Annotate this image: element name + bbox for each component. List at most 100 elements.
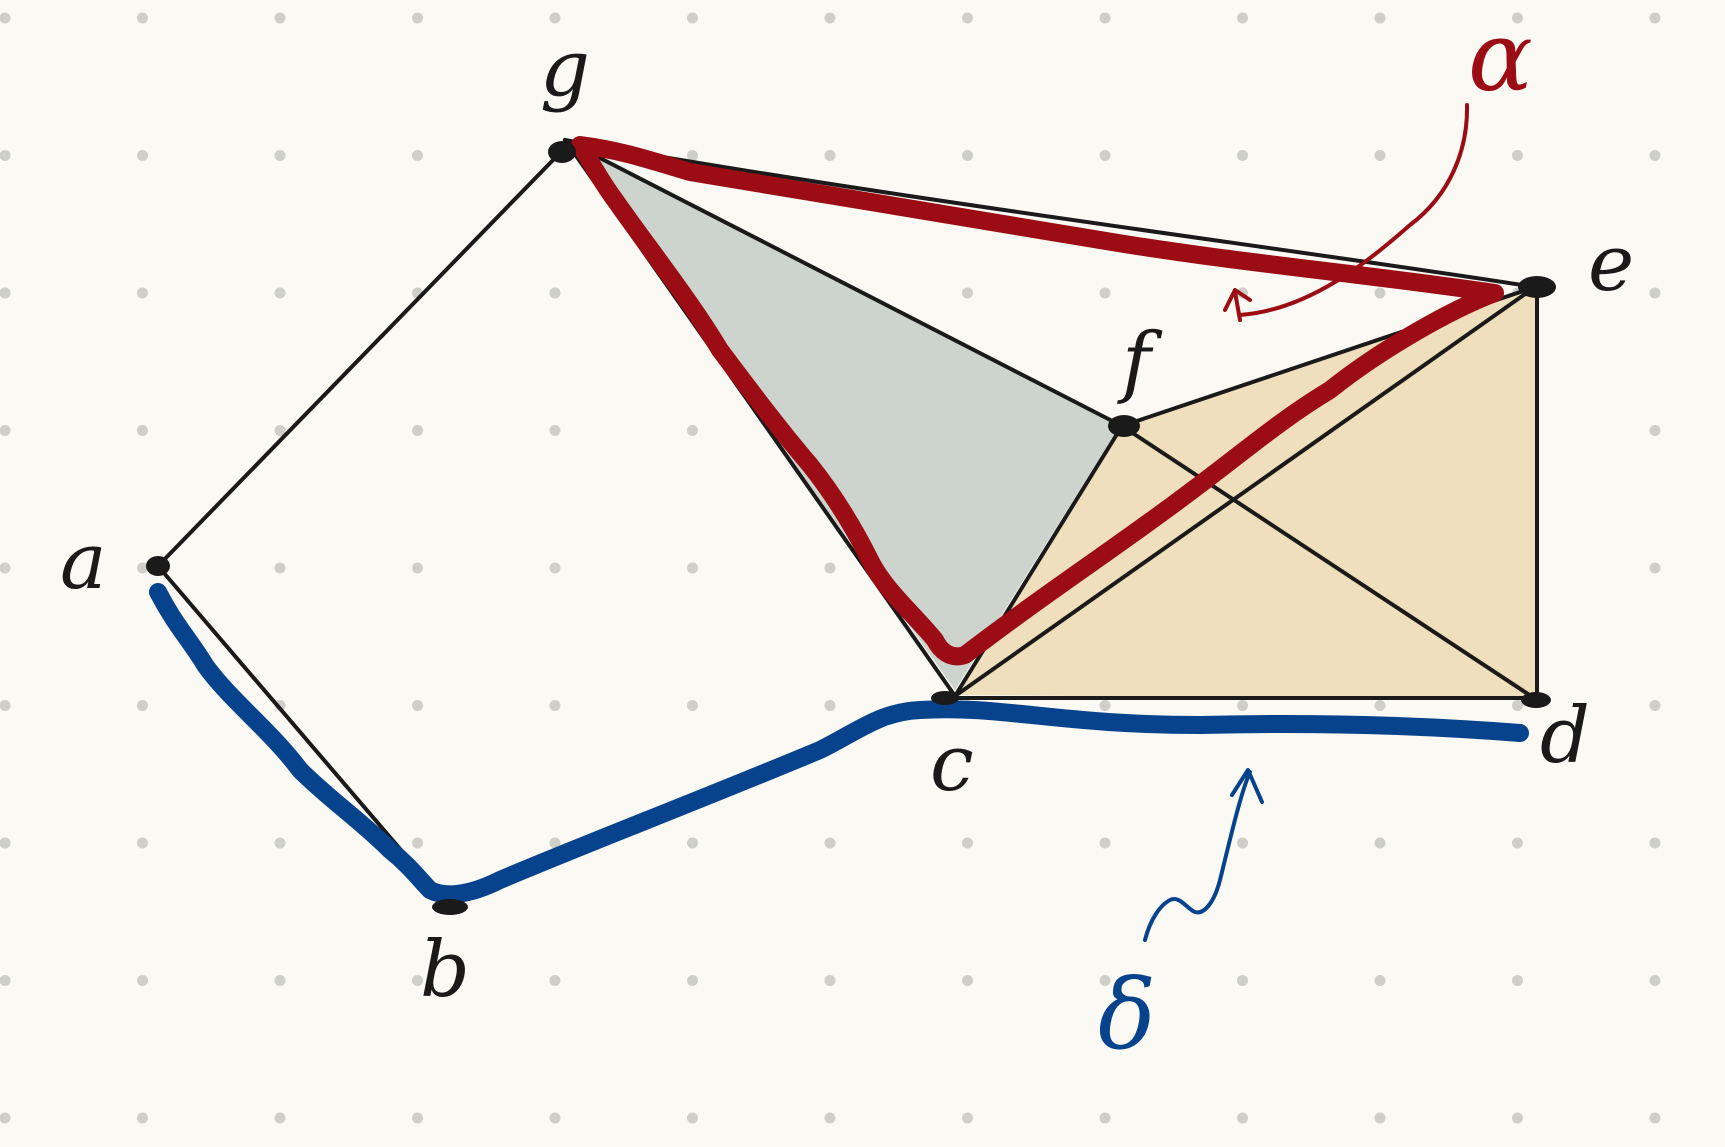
alpha-pointer-arrow [1223,103,1470,322]
grid-dot [824,12,836,24]
grid-dot [0,12,11,24]
grid-dot [1099,287,1111,299]
grid-dot [0,837,11,849]
alpha-annotation: α [1223,1,1533,322]
grid-dot [824,1112,836,1124]
grid-dot [1374,150,1386,161]
label-e: e [1588,219,1634,309]
grid-dot [1649,150,1661,161]
grid-dot [412,150,423,161]
grid-dot [824,150,836,161]
grid-dot [1374,287,1386,299]
grid-dot [549,425,561,436]
grid-dot [1512,1112,1523,1124]
grid-dot [1649,287,1661,299]
grid-dot [412,1112,423,1124]
grid-dot [1512,837,1523,849]
grid-dot [687,12,698,24]
grid-dot [549,700,561,711]
vertex-c [931,691,959,705]
path-alpha [571,136,1504,666]
grid-dot [274,287,286,299]
grid-dot [274,562,286,574]
grid-dot [137,425,148,436]
grid-dot [1649,700,1661,711]
grid-dot [412,700,423,711]
edge-c-e [953,285,1537,698]
grid-dot [1237,975,1248,986]
grid-dot [0,287,11,299]
vertex-d [1521,692,1551,708]
edge-g-e [563,138,1537,289]
grid-dot [1512,700,1523,711]
grid-dot [1099,975,1111,986]
grid-dot [687,150,698,161]
grid-dot [1237,150,1248,161]
grid-dot [1099,150,1111,161]
grid-dot [687,562,698,574]
grid-dot [1099,700,1111,711]
grid-dot [1512,975,1523,986]
grid-dot [412,975,423,986]
grid-dot [549,287,561,299]
grid-dot [274,12,286,24]
grid-dot [0,150,11,161]
label-a: a [60,517,107,607]
grid-dot [1649,1112,1661,1124]
grid-dot [137,562,148,574]
grid-dot [274,1112,286,1124]
vertex-f [1108,415,1140,437]
grid-dot [137,12,148,24]
grid-dot [1649,837,1661,849]
grid-dot [1237,1112,1248,1124]
grid-dot [274,150,286,161]
grid-dot [1649,562,1661,574]
delta-annotation: δ [1098,768,1264,1071]
label-f: f [1117,317,1163,407]
vertices [146,141,1556,915]
grid-dot [1374,1112,1386,1124]
grid-dot [824,837,836,849]
grid-dot [412,12,423,24]
grid-dot [549,562,561,574]
edge-g-a [156,156,557,568]
grid-dot [962,837,973,849]
grid-dot [962,12,973,24]
label-b: b [420,925,470,1015]
label-g: g [540,24,590,114]
grid-dot [274,837,286,849]
delta-pointer-arrow [1143,768,1264,942]
face-gfc [565,140,1120,690]
dot-grid [0,12,1661,1124]
vertex-b [432,899,468,915]
label-d: d [1540,691,1590,781]
grid-dot [549,837,561,849]
grid-dot [1237,700,1248,711]
grid-dot [0,562,11,574]
grid-dot [137,837,148,849]
grid-dot [549,1112,561,1124]
grid-dot [1374,700,1386,711]
grid-dot [0,975,11,986]
alpha-label: α [1468,1,1533,113]
grid-dot [962,287,973,299]
grid-dot [962,975,973,986]
grid-dot [137,287,148,299]
grid-dot [1374,12,1386,24]
grid-dot [1512,150,1523,161]
grid-dot [1237,12,1248,24]
edge-f-d [1120,424,1539,702]
vertex-e [1518,276,1556,298]
grid-dot [0,1112,11,1124]
grid-dot [1099,837,1111,849]
vertex-g [548,141,576,163]
grid-dot [0,700,11,711]
grid-dot [137,150,148,161]
grid-dot [1512,12,1523,24]
edge-g-f [563,138,1124,428]
vertex-labels: a b c d e f g [60,24,1634,1015]
grid-dot [962,150,973,161]
grid-dot [1099,12,1111,24]
